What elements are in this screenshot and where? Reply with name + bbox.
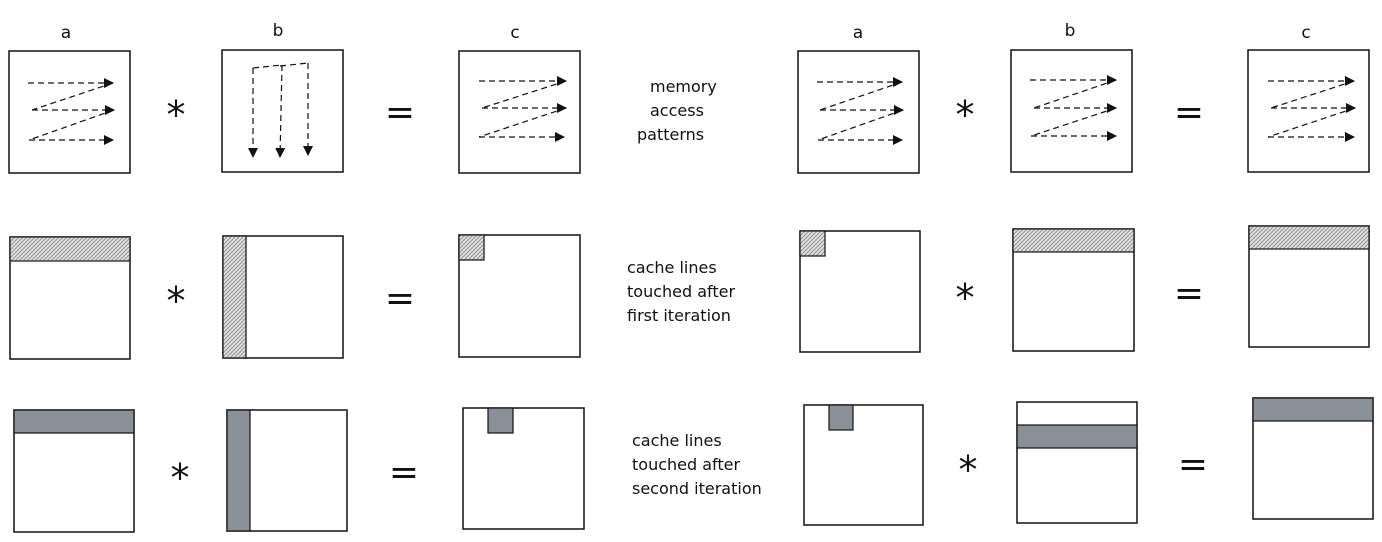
equals-sign: =: [1174, 92, 1204, 133]
caption-first-line2: touched after: [627, 282, 736, 301]
matrix-c-left-row3: [462, 407, 585, 530]
matrix-c-left-row2: [458, 234, 581, 358]
matrix-c-right-row3: [1252, 397, 1374, 520]
cache-line-row: [1252, 397, 1374, 422]
equals-sign: =: [1178, 444, 1208, 485]
equals-sign: =: [389, 452, 419, 493]
cache-line-cell: [487, 407, 514, 434]
matrix-b-right-row3: [1016, 401, 1138, 524]
matrix-a-right-row2: [799, 230, 921, 353]
multiply-sign: *: [956, 93, 975, 137]
matrix-b-left-row2: [222, 235, 344, 359]
multiply-sign: *: [167, 93, 186, 137]
matrix-a-right-row1: [797, 50, 920, 174]
caption-second-line1: cache lines: [632, 431, 722, 450]
matrix-a-left-row3: [13, 409, 135, 533]
matrix-a-left-row1: [8, 50, 131, 174]
caption-first-line1: cache lines: [627, 258, 717, 277]
label-a-left: a: [61, 23, 71, 43]
multiply-sign: *: [167, 279, 186, 323]
multiply-sign: *: [956, 276, 975, 320]
cache-line-row: [13, 409, 135, 434]
caption-second-line2: touched after: [632, 455, 741, 474]
caption-memory-line1: memory: [650, 77, 717, 96]
label-b-left: b: [273, 21, 284, 41]
matrix-c-right-row2: [1248, 225, 1370, 348]
cache-line-column: [222, 235, 247, 359]
label-c-right: c: [1301, 23, 1310, 43]
matrix-c-right-row1: [1247, 49, 1370, 173]
caption-memory-line3: patterns: [637, 125, 704, 144]
matrix-c-left-row1: [458, 50, 581, 174]
cache-line-row: [1012, 228, 1135, 253]
matrix-a-left-row2: [9, 236, 131, 360]
label-a-right: a: [853, 23, 863, 43]
caption-second-line3: second iteration: [632, 479, 762, 498]
cache-line-column: [226, 409, 251, 532]
matrix-a-right-row3: [803, 404, 924, 526]
equals-sign: =: [385, 278, 415, 319]
caption-first-line3: first iteration: [627, 306, 731, 325]
label-b-right: b: [1065, 21, 1076, 41]
cache-line-row: [9, 236, 131, 262]
caption-memory-line2: access: [650, 101, 704, 120]
matrix-b-left-row1: [221, 49, 344, 173]
matrix-b-right-row2: [1012, 228, 1135, 352]
cache-line-row: [1248, 225, 1370, 250]
label-c-left: c: [510, 23, 519, 43]
matrix-b-right-row1: [1010, 49, 1133, 173]
equals-sign: =: [385, 92, 415, 133]
matrix-b-left-row3: [226, 409, 348, 532]
cache-line-cell: [458, 234, 485, 261]
multiply-sign: *: [171, 456, 190, 500]
multiply-sign: *: [959, 448, 978, 492]
equals-sign: =: [1174, 273, 1204, 314]
cache-line-cell: [828, 404, 854, 431]
cache-line-cell: [799, 230, 826, 257]
cache-line-row: [1016, 424, 1138, 449]
